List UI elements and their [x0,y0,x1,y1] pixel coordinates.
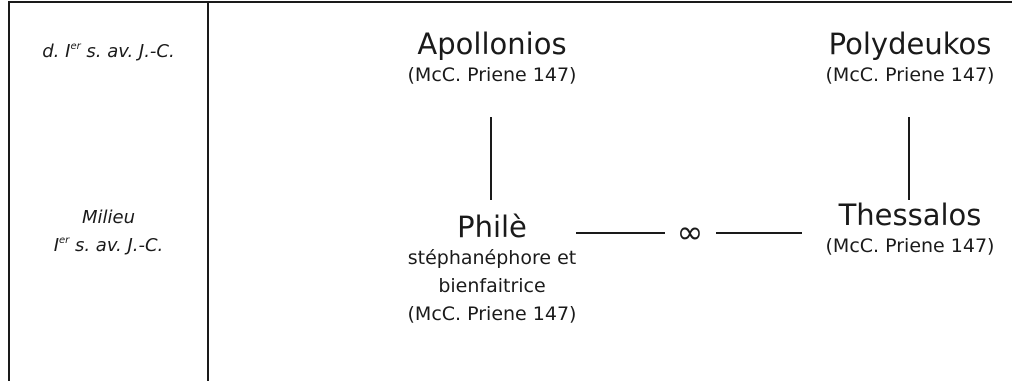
person-name: Apollonios [417,27,567,61]
period-line2: Ier s. av. J.-C. [12,232,205,260]
period-superscript: er [59,235,70,246]
person-phile: Philè stéphanéphore et bienfaitrice (McC… [362,210,622,328]
person-thessalos: Thessalos (McC. Priene 147) [775,198,1016,260]
marriage-symbol: ∞ [676,213,704,251]
table-left-border [8,1,10,381]
period-label-late-1st-century: d. Ier s. av. J.-C. [12,38,205,66]
person-name: Philè [457,210,527,244]
period-superscript: er [70,41,81,52]
person-reference: (McC. Priene 147) [825,235,995,257]
period-prefix: I [53,235,59,256]
period-column-divider [207,1,209,381]
person-apollonios: Apollonios (McC. Priene 147) [362,27,622,89]
person-reference: (McC. Priene 147) [407,303,577,325]
period-prefix: d. I [42,41,71,62]
person-role-line1: stéphanéphore et [407,247,577,269]
marriage-line-right [716,232,802,234]
person-role-line2: bienfaitrice [438,275,546,297]
descent-line-polydeukos-thessalos [908,117,910,200]
person-reference: (McC. Priene 147) [407,64,577,86]
marriage-line-left [576,232,665,234]
person-reference: (McC. Priene 147) [825,64,995,86]
person-name: Polydeukos [828,27,992,61]
person-name: Thessalos [838,198,982,232]
descent-line-apollonios-phile [490,117,492,200]
period-suffix: s. av. J.-C. [80,41,175,62]
period-suffix: s. av. J.-C. [69,235,164,256]
period-label-mid-1st-century: Milieu Ier s. av. J.-C. [12,204,205,260]
period-line1: Milieu [81,207,135,228]
person-polydeukos: Polydeukos (McC. Priene 147) [775,27,1016,89]
table-top-border [8,1,1012,3]
